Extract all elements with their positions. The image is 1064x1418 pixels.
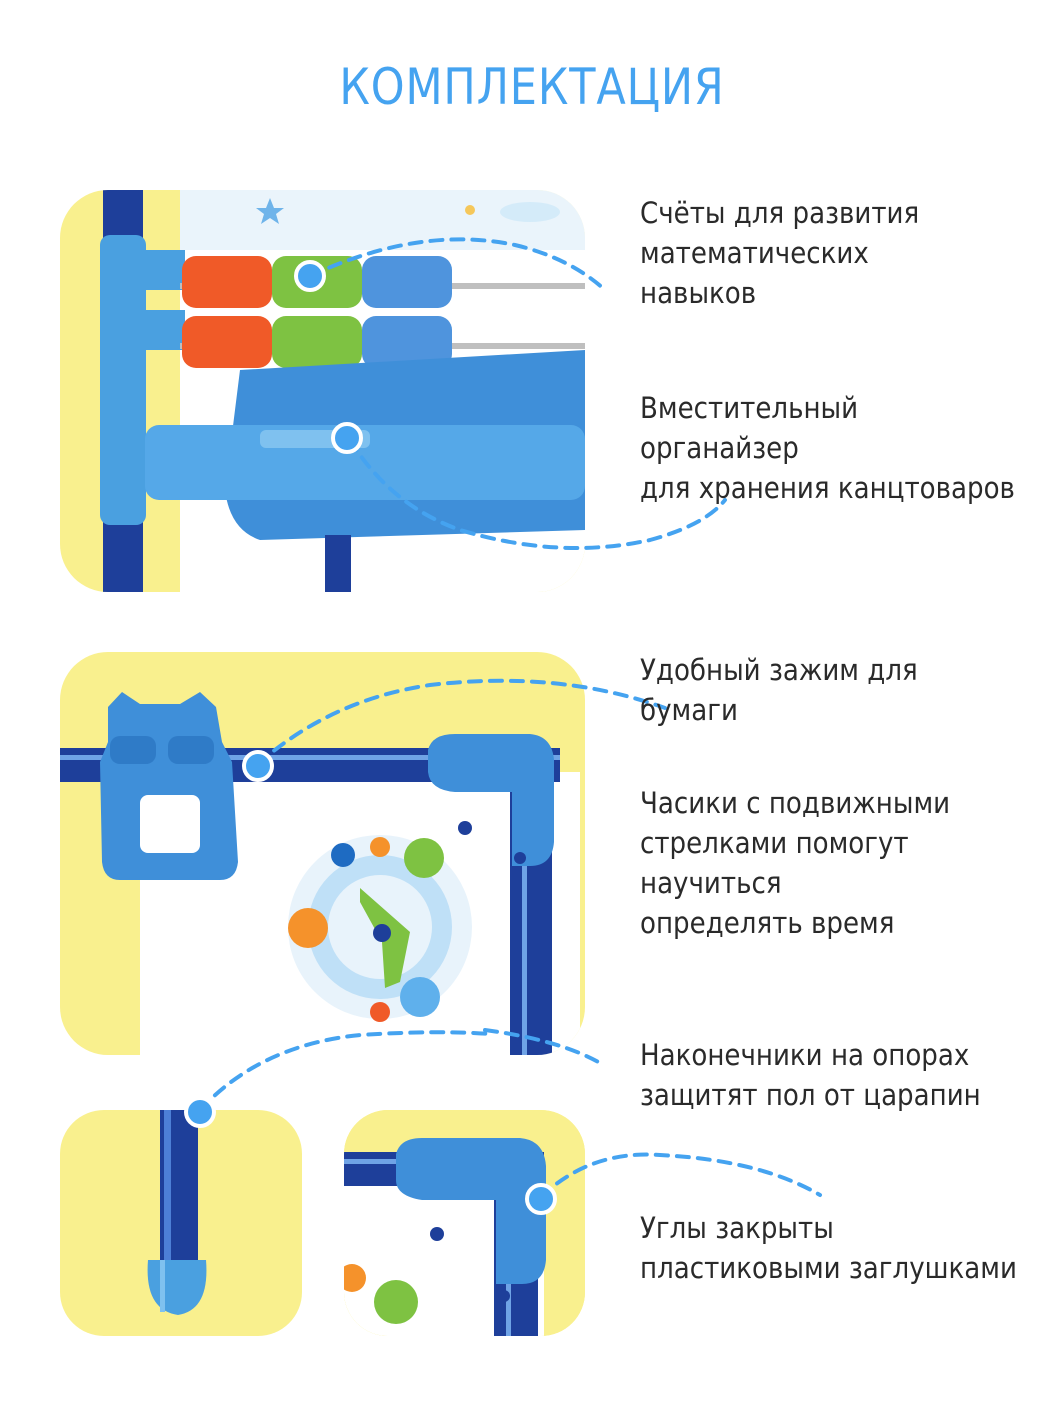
clip-clock-illustration bbox=[60, 692, 580, 1055]
abacus-organizer-illustration bbox=[100, 190, 585, 592]
leg-tip-photo bbox=[60, 1110, 302, 1336]
feature-tips-text: Наконечники на опорах защитят пол от цар… bbox=[640, 1038, 981, 1112]
feature-clip-text: Удобный зажим для бумаги bbox=[640, 653, 918, 727]
leg-tip-illustration bbox=[147, 1110, 207, 1315]
cat-clip bbox=[100, 692, 238, 880]
corner-cap-illustration bbox=[344, 1110, 585, 1336]
clip-clock-photo bbox=[60, 652, 585, 1055]
corner-cap-photo bbox=[344, 1110, 585, 1336]
feature-corners-text: Углы закрыты пластиковыми заглушками bbox=[640, 1211, 1017, 1285]
clock-face bbox=[288, 835, 472, 1022]
page-title: КОМПЛЕКТАЦИЯ bbox=[339, 58, 725, 116]
feature-organizer-text: Вместительный органайзер для хранения ка… bbox=[640, 391, 1015, 505]
abacus-organizer-photo bbox=[60, 190, 585, 592]
feature-abacus-text: Счёты для развития математических навыко… bbox=[640, 196, 920, 310]
feature-clock-text: Часики с подвижными стрелками помогут на… bbox=[640, 786, 951, 940]
